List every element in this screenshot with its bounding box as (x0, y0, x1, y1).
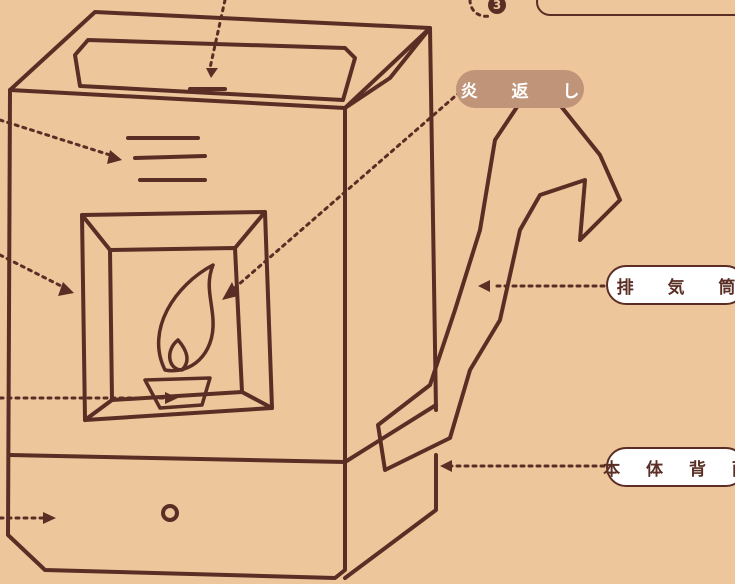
stove-front-face (6, 88, 347, 580)
leader-top (208, 0, 227, 70)
leader-callout (468, 0, 492, 18)
window-frame-corner (80, 210, 274, 422)
arrowhead (165, 392, 178, 404)
window-frame-inner (108, 246, 244, 402)
arrowhead (58, 282, 74, 296)
leader-lines (0, 0, 606, 520)
label-body-back: 本 体 背 面 (603, 447, 735, 487)
leader-window (0, 253, 67, 290)
arrowheads (43, 68, 490, 524)
flame-icon (143, 263, 215, 410)
label-hono-gaeshi: 炎 返 し (456, 70, 584, 108)
stove-top-face (8, 10, 432, 110)
top-window (73, 38, 357, 102)
label-top-right-box (536, 0, 735, 16)
base-separator-side (343, 403, 438, 464)
base-separator (8, 453, 347, 464)
label-exhaust-pipe: 排 気 筒 (606, 265, 735, 305)
knob (161, 504, 179, 522)
arrowhead (222, 282, 238, 300)
arrowhead (440, 460, 452, 472)
exhaust-pipe (376, 93, 622, 472)
flame-inner (168, 338, 189, 372)
arrowhead (206, 68, 218, 78)
arrowhead (478, 280, 490, 292)
leader-vents (0, 118, 112, 157)
leader-hono (228, 90, 462, 294)
arrowhead (107, 150, 122, 164)
callout-number-badge: 3 (488, 0, 506, 14)
stove-side-face (343, 26, 438, 580)
vent-line (133, 154, 207, 160)
flame-outer (156, 263, 215, 373)
arrowhead (43, 512, 56, 524)
stove-body (6, 10, 622, 580)
